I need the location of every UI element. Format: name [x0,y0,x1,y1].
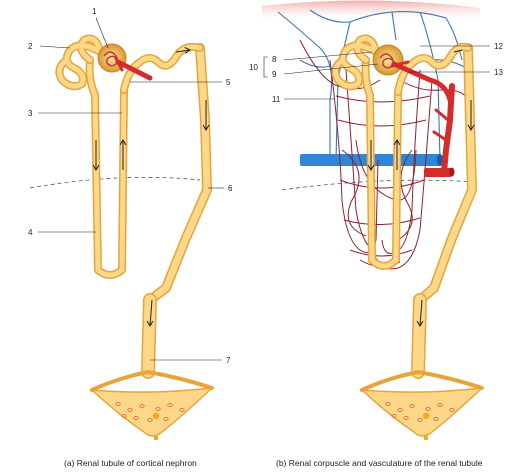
labels-b: 10 8 9 11 12 13 [249,42,503,104]
label-1: 1 [92,7,97,16]
afferent-arteriole-a [115,59,153,81]
label-4: 4 [28,228,33,237]
proximal-convoluted-tubule-b [331,34,380,91]
panel-b-vasculature: 10 8 9 11 12 13 (b) Renal corpuscle and … [249,0,503,468]
renal-corpuscle-b [372,44,404,76]
nephron-loop-a [85,56,128,279]
renal-corpuscle-a [97,43,153,81]
label-3: 3 [28,109,33,118]
label-9: 9 [272,70,277,79]
label-7: 7 [226,356,231,365]
arcuate-artery [424,168,452,177]
panel-a-cortical-nephron: 1 2 3 4 5 6 7 (a) Renal tubule of cortic… [28,7,233,468]
label-13: 13 [494,68,503,77]
label-5: 5 [226,78,231,87]
cortex-surface-glow [262,0,480,22]
label-11: 11 [272,95,281,104]
proximal-convoluted-tubule-a [55,34,104,91]
label-10: 10 [249,63,258,72]
label-2: 2 [28,42,33,51]
collecting-duct-a [89,43,215,441]
label-12: 12 [494,42,503,51]
collecting-duct-b [359,43,485,441]
label-6: 6 [228,184,233,193]
labels-a: 1 2 3 4 5 6 7 [28,7,233,365]
caption-right: (b) Renal corpuscle and vasculature of t… [276,458,483,468]
renal-arteries [390,60,455,177]
vasa-recta [299,39,471,270]
renal-papilla-b [359,387,485,437]
label-8: 8 [272,55,277,64]
flow-arrows-a [92,46,210,327]
nephron-loop-b [361,56,402,270]
renal-papilla-a [89,387,215,437]
corticomedullary-boundary-b [281,179,479,191]
flow-arrows-b [367,49,475,327]
interlobular-artery [441,83,455,175]
caption-left: (a) Renal tubule of cortical nephron [64,458,197,468]
corticomedullary-boundary-a [29,176,201,189]
